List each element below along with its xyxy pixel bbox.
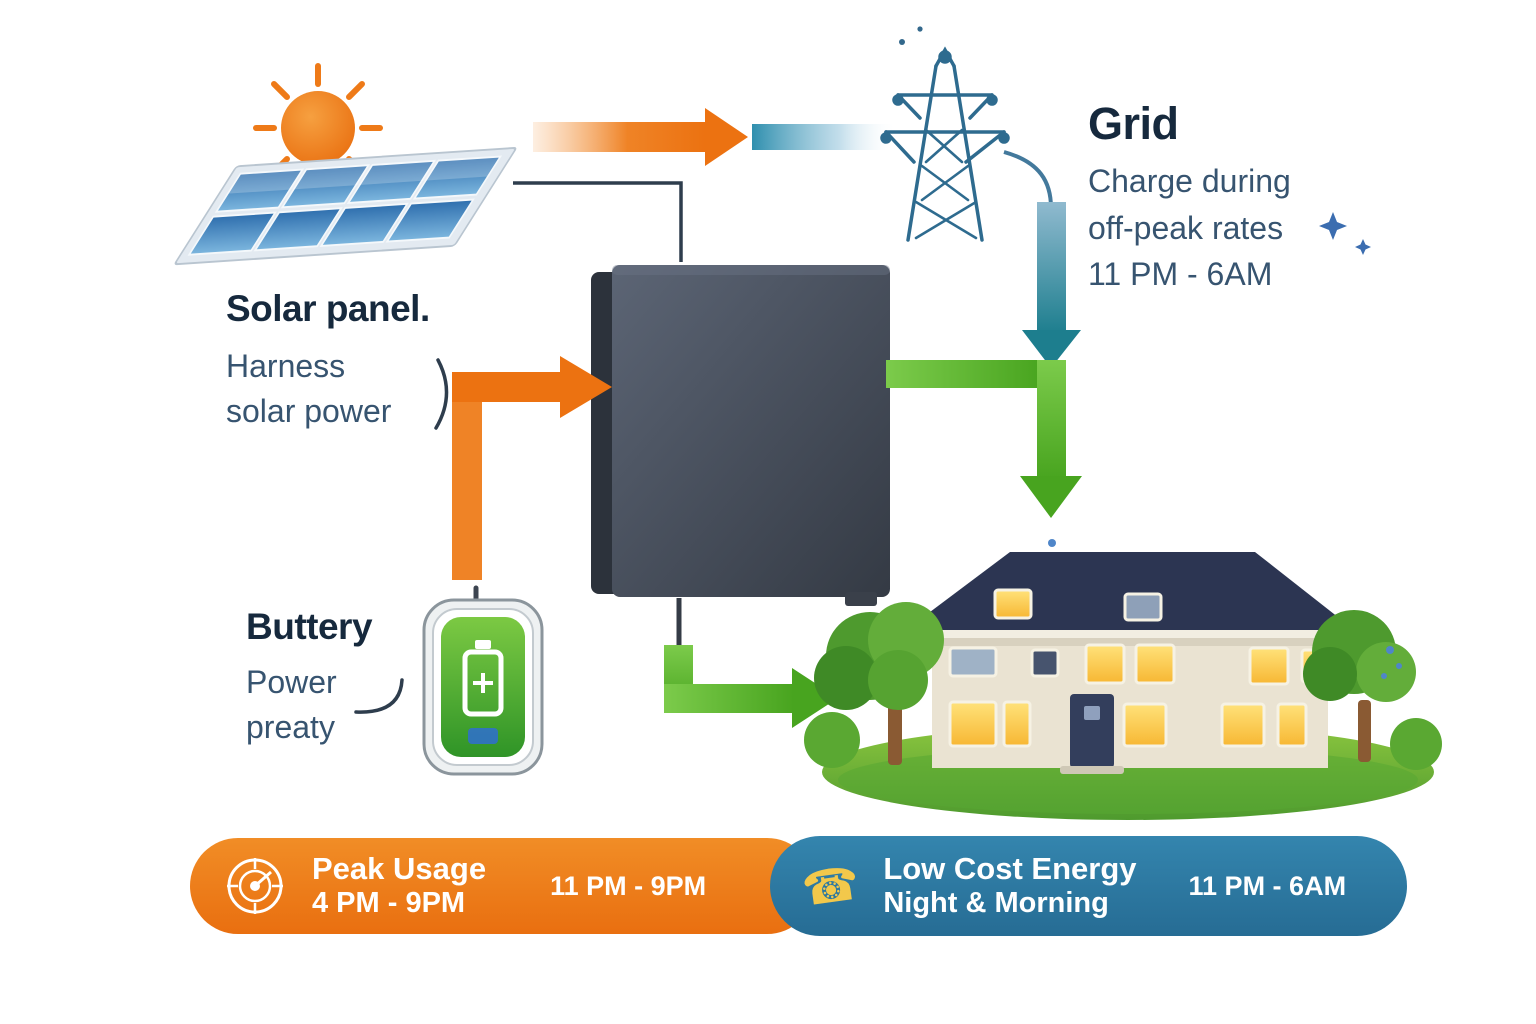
battery-section-title: Buttery [246,606,373,647]
solar-section-title: Solar panel. [226,288,430,329]
peak-usage-subtitle: 4 PM - 9PM [312,887,466,920]
grid-section-line2: off-peak rates [1088,210,1284,246]
solar-section-line2: solar power [226,393,392,429]
transmission-tower-icon [880,26,1010,242]
arrow-solar-to-grid [533,108,897,166]
panel-to-battery-line [513,181,683,262]
solar-section-line1: Harness [226,348,346,384]
grid-section-line3: 11 PM - 6AM [1088,256,1273,292]
arrow-grid-to-battery [1003,150,1081,368]
battery-charger-icon [422,585,544,776]
arrow-device-to-battery [452,356,612,580]
home-battery-unit [591,265,890,606]
low-cost-subtitle: Night & Morning [883,887,1109,920]
solar-panel-icon [174,146,517,266]
peak-usage-badge: Peak Usage 4 PM - 9PM 11 PM - 9PM [190,838,815,934]
radar-icon [224,855,286,917]
solar-text-hook-line [434,358,449,430]
house-illustration [804,539,1442,820]
sparkle-icons [1319,212,1371,255]
grid-section-line1: Charge during [1088,163,1291,199]
grid-section-title: Grid [1088,98,1179,149]
battery-text-hook-line [354,678,404,714]
battery-section-line1: Power [246,664,337,700]
low-cost-energy-badge: ☎ Low Cost Energy Night & Morning 11 PM … [770,836,1407,936]
low-cost-title: Low Cost Energy [883,851,1137,887]
arrow-battery-to-house-bottom [664,598,838,728]
arrow-battery-to-house-right [886,360,1082,518]
battery-section-line2: preaty [246,709,335,745]
peak-usage-time: 11 PM - 9PM [550,870,707,901]
peak-usage-title: Peak Usage [312,851,487,887]
low-cost-time: 11 PM - 6AM [1188,870,1347,901]
phone-icon: ☎ [798,856,863,916]
